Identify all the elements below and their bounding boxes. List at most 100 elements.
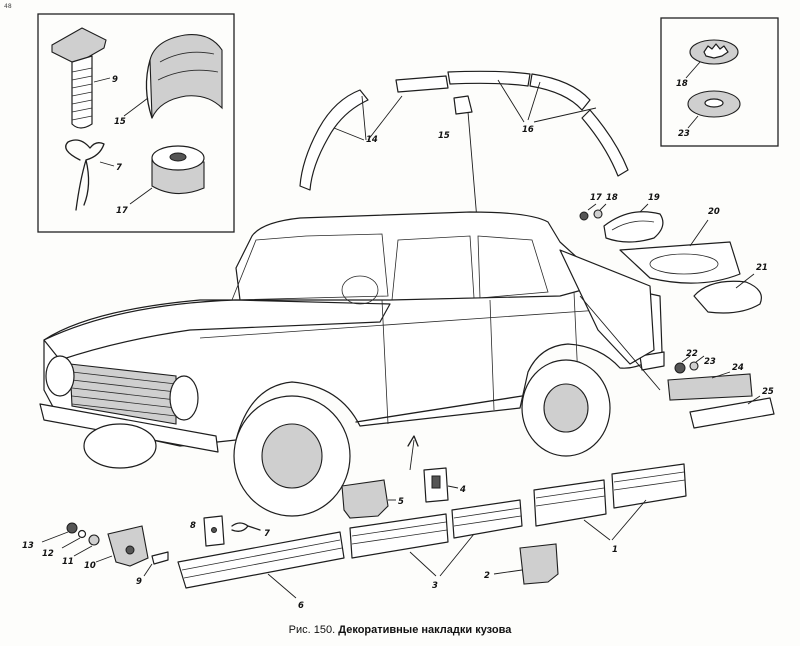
part-3-molding-a: [349, 513, 449, 559]
part-1-molding-a: [533, 479, 607, 527]
part-23-washer: [689, 361, 699, 371]
leader-6: [267, 573, 297, 599]
callout-23a: 23: [678, 129, 690, 139]
part-23-flat-washer: [687, 90, 741, 118]
callout-23b: 23: [704, 357, 716, 367]
sill-moldings: 1 2 3 4 5 6: [22, 435, 687, 611]
part-24-reflector-base: [667, 373, 753, 401]
callout-9b: 9: [136, 577, 142, 587]
callout-25: 25: [762, 387, 774, 397]
callout-13: 13: [22, 541, 34, 551]
part-16-roof-molding-mid: [447, 70, 531, 87]
leader-3: [409, 533, 475, 577]
part-10-bracket-hole: [125, 545, 135, 555]
part-18-washer-small: [593, 209, 603, 219]
callout-24: 24: [732, 363, 744, 373]
leader-10: [95, 555, 113, 563]
leader-23a: [687, 115, 699, 129]
callout-4: 4: [459, 485, 466, 495]
part-12-lock-washer: [77, 529, 87, 539]
leader-14: [333, 95, 403, 141]
part-20-trim-opening: [649, 253, 719, 275]
steering-wheel: [341, 275, 379, 305]
part-6-molding: [177, 531, 345, 589]
callout-16: 16: [522, 125, 534, 135]
grille-bars: [71, 371, 177, 417]
headlight-right: [169, 375, 199, 421]
part-21-side-lamp: [693, 280, 762, 314]
rear-door-window: [477, 235, 549, 299]
figure-label: Рис. 150.: [288, 624, 336, 636]
part-19-lamp-lens: [603, 211, 664, 243]
part-1-molding-b: [611, 463, 687, 509]
callout-3: 3: [432, 581, 438, 591]
belt-line: [199, 309, 601, 339]
part-25-reflector-lens: [689, 397, 775, 429]
part-16-rear-pillar-molding: [581, 109, 629, 177]
part-9-screw: [151, 551, 169, 565]
callout-18a: 18: [676, 79, 688, 89]
leader-15a: [123, 97, 149, 117]
part-17-nut: [151, 145, 205, 195]
leader-4: [447, 485, 459, 489]
callout-12: 12: [42, 549, 54, 559]
part-3-molding-a-ribs: [351, 521, 448, 545]
figure-title: Декоративные накладки кузова: [338, 624, 512, 636]
callout-17a: 17: [116, 206, 128, 216]
part-16-roof-molding-rear: [529, 73, 591, 111]
part-3-molding-b: [451, 499, 523, 539]
car-greenhouse: [235, 211, 605, 305]
part-14-roof-molding-front: [395, 75, 449, 93]
part-11-washer: [88, 534, 100, 546]
front-hubcap: [261, 423, 323, 489]
rear-fender: [559, 249, 655, 365]
windshield: [231, 233, 389, 301]
inset-frame-left: [37, 13, 235, 233]
leader-11-12-13: [41, 531, 93, 557]
page-mark: 48: [4, 3, 12, 10]
part-2-clip: [519, 543, 559, 585]
callout-7b: 7: [264, 529, 270, 539]
part-5-clip: [341, 479, 389, 519]
front-left-wheel: [83, 423, 157, 469]
part-6-molding-ribs: [181, 539, 343, 579]
leader-lamp-to-body: [579, 295, 661, 391]
callout-5: 5: [398, 497, 404, 507]
part-7-wire-clip-small: [231, 522, 261, 532]
leader-molding-arrow: [409, 439, 415, 471]
rear-hubcap: [543, 383, 589, 433]
callout-6: 6: [298, 601, 304, 611]
car-body: [39, 211, 665, 517]
part-8-plate-hole: [211, 527, 217, 533]
leader-16: [497, 79, 597, 123]
inset-washers: 18 23: [660, 17, 779, 147]
callout-9a: 9: [112, 75, 118, 85]
part-4-clip-slot: [431, 475, 441, 489]
leader-7a: [99, 161, 115, 167]
callout-7a: 7: [116, 163, 122, 173]
inset-fasteners: 9 15 7 17: [37, 13, 235, 233]
headlight-left: [45, 355, 75, 397]
leaders-right-parts: [587, 203, 761, 405]
part-18-lock-washer: [689, 39, 739, 65]
leader-17a: [129, 187, 153, 205]
part-20-lamp-trim: [619, 241, 741, 284]
callout-18b: 18: [606, 193, 618, 203]
part-15-spring-clip: [145, 34, 223, 119]
callout-15a: 15: [114, 117, 126, 127]
part-3-molding-b-ribs: [453, 507, 522, 527]
part-13-nut: [66, 522, 78, 534]
leader-1: [583, 499, 647, 541]
part-9-t-clip: [51, 27, 107, 129]
inset-frame-right: [660, 17, 779, 147]
leader-18a: [685, 61, 701, 79]
leader-9b: [143, 563, 153, 577]
callout-14: 14: [366, 135, 378, 145]
callout-19: 19: [648, 193, 660, 203]
roof-moldings: 14 15 16: [299, 70, 629, 233]
callout-8: 8: [190, 521, 196, 531]
part-17-nut-small: [579, 211, 589, 221]
callout-2: 2: [484, 571, 490, 581]
